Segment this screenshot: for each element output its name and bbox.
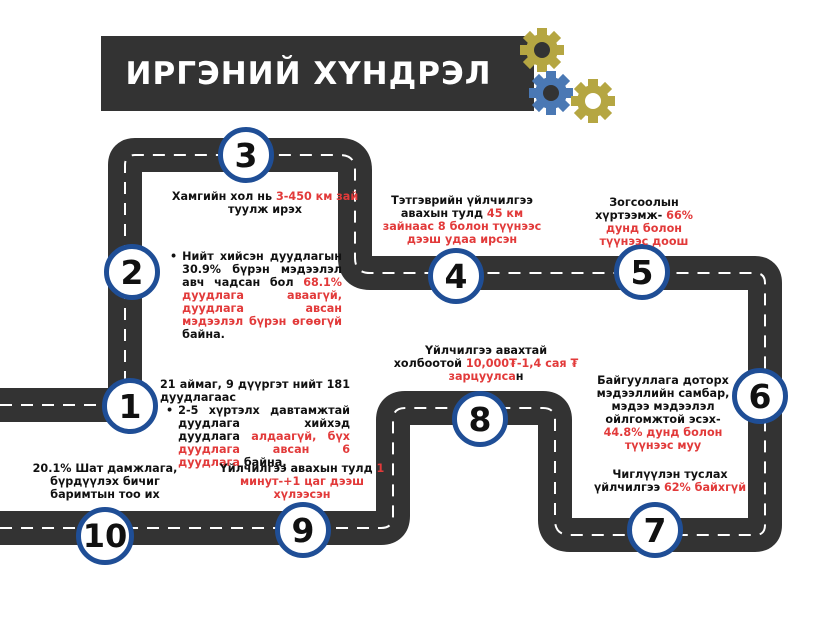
step-6-marker: 6	[732, 368, 788, 424]
title-banner: ИРГЭНИЙ ХҮНДРЭЛ	[101, 36, 534, 111]
step-8-text: Үйлчилгээ авахтай холбоотой 10,000₮-1,4 …	[393, 344, 579, 383]
step-8-marker: 8	[452, 391, 508, 447]
step-7-marker: 7	[627, 502, 683, 558]
step-9-text: Үйлчилгээ авахын тулд 1 минут-+1 цаг дээ…	[219, 462, 385, 501]
step-3-text: Хамгийн хол нь 3-450 км зай туулж ирэх	[171, 190, 359, 216]
step-10-text: 20.1% Шат дамжлага, бүрдүүлэх бичиг бари…	[32, 462, 178, 501]
step-2-text: • Нийт хийсэн дуудлагын 30.9% бүрэн мэдэ…	[170, 250, 342, 341]
step-4-text: Тэтгэврийн үйлчилгээ авахын тулд 45 км з…	[382, 194, 542, 246]
step-9-marker: 9	[275, 502, 331, 558]
step-1-marker: 1	[102, 378, 158, 434]
step-1-text: 21 аймаг, 9 дүүргэт нийт 181 дуудлагаас …	[160, 378, 350, 469]
step-7-text: Чиглүүлэн туслах үйлчилгээ 62% байхгүй	[593, 468, 747, 494]
page-title: ИРГЭНИЙ ХҮНДРЭЛ	[125, 55, 492, 92]
step-10-marker: 10	[76, 507, 134, 565]
step-3-marker: 3	[218, 127, 274, 183]
step-5-marker: 5	[614, 244, 670, 300]
gears-icon	[520, 28, 615, 123]
step-2-marker: 2	[104, 244, 160, 300]
step-6-text: Байгууллага доторх мэдээллийн самбар, мэ…	[596, 374, 730, 452]
step-5-text: Зогсоолын хүртээмж- 66% дунд болон түүнэ…	[595, 196, 693, 248]
step-4-marker: 4	[428, 248, 484, 304]
